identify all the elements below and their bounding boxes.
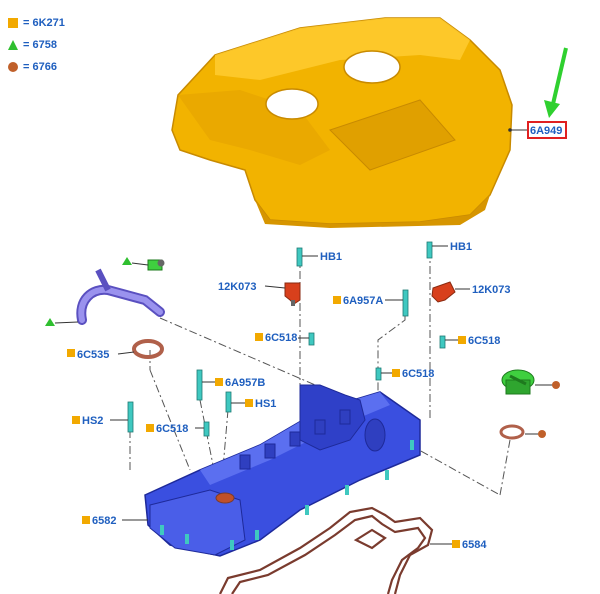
green-triangle-icon [122,257,132,265]
oil-filler-cap[interactable] [501,369,535,395]
callout-6c535[interactable]: 6C535 [77,349,109,361]
callout-hb1-right[interactable]: HB1 [450,241,472,253]
legend-row-6758: = 6758 [8,34,65,56]
bolts [127,241,446,437]
breather-hose[interactable] [76,268,165,325]
callout-hb1-left[interactable]: HB1 [320,251,342,263]
oil-cap-o-ring[interactable] [499,424,525,440]
callout-6c518-right[interactable]: 6C518 [468,335,500,347]
brown-circle-icon [538,430,546,438]
hose-connector[interactable] [147,259,165,271]
callout-12k073-left[interactable]: 12K073 [218,281,257,293]
callout-hs2[interactable]: HS2 [82,415,103,427]
callout-6a957a[interactable]: 6A957A [343,295,383,307]
green-triangle-icon [45,318,55,326]
oil-fill-hole [215,492,235,504]
legend-row-6k271: = 6K271 [8,12,65,34]
legend: = 6K271 = 6758 = 6766 [8,12,65,78]
leader-lines [110,245,470,545]
valve-cover[interactable] [144,384,421,557]
legend-label: = 6758 [23,39,57,51]
green-triangle-icon [8,40,18,50]
brown-circle-icon [552,381,560,389]
seal-6c535[interactable] [132,339,164,359]
callout-6a949[interactable]: 6A949 [530,125,562,137]
callout-6c518-lower[interactable]: 6C518 [156,423,188,435]
callout-12k073-right[interactable]: 12K073 [472,284,511,296]
brown-circle-icon [8,62,18,72]
callout-6c518-mid[interactable]: 6C518 [402,368,434,380]
legend-row-6766: = 6766 [8,56,65,78]
orange-square-markers [67,296,466,548]
cover-hole [265,88,319,120]
callout-6a957b[interactable]: 6A957B [225,377,265,389]
sensor-left[interactable] [284,282,301,306]
orange-square-icon [8,18,18,28]
highlight-box [527,121,567,139]
legend-label: = 6766 [23,61,57,73]
highlight-arrow [544,47,568,118]
sensor-right[interactable] [431,281,456,303]
engine-cover[interactable] [171,17,513,228]
callout-hs1[interactable]: HS1 [255,398,276,410]
legend-label: = 6K271 [23,17,65,29]
cover-hole [343,50,401,84]
callout-6584[interactable]: 6584 [462,539,487,551]
callout-6582[interactable]: 6582 [92,515,116,527]
callout-6c518-left[interactable]: 6C518 [265,332,297,344]
gasket[interactable] [219,506,434,594]
